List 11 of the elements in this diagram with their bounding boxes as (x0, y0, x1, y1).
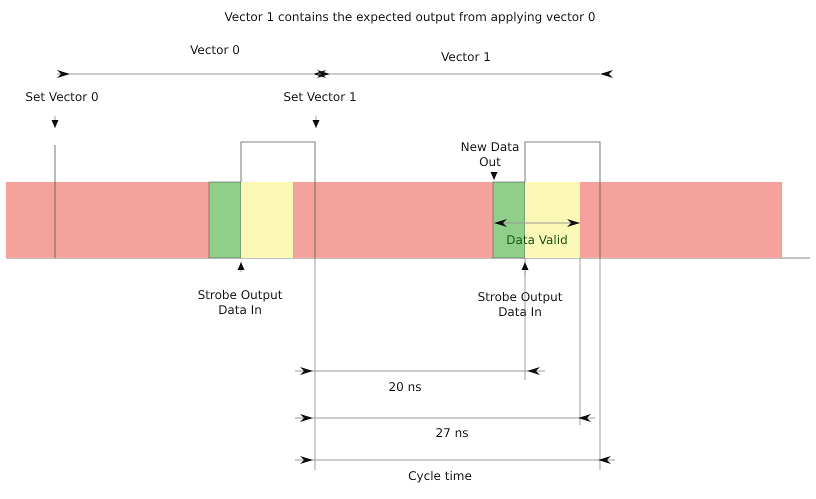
event-label: Set Vector 1 (283, 90, 357, 105)
title: Vector 1 contains the expected output from applying vector 0 (223, 10, 597, 25)
span-label: Vector 0 (190, 43, 240, 58)
event-label: Set Vector 0 (25, 90, 99, 105)
dimension-label: Cycle time (408, 469, 472, 484)
event-label: New Data Out (460, 140, 520, 170)
dimension-label: 20 ns (388, 380, 422, 395)
span-label: Vector 1 (441, 50, 491, 65)
event-label: Strobe Output Data In (196, 288, 284, 318)
event-label: Strobe Output Data In (476, 290, 564, 320)
dimension-label: 27 ns (436, 426, 468, 441)
